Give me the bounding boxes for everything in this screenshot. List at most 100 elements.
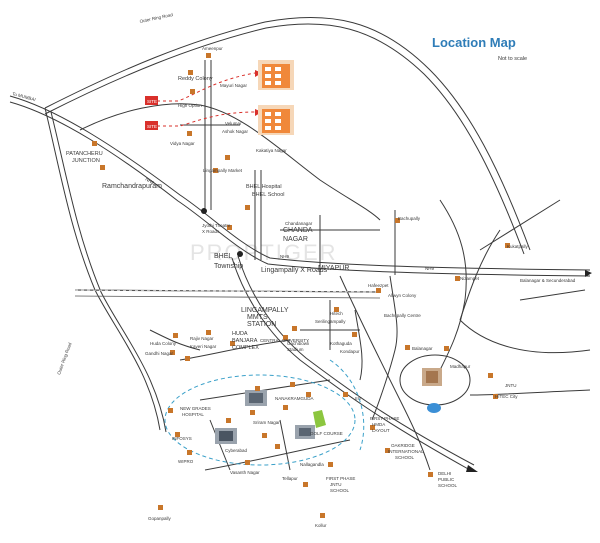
road-network — [9, 16, 591, 471]
label-miyapur: MIYAPUR — [318, 265, 349, 272]
label-first-phase: FIRST PHASE — [370, 416, 399, 421]
label-station: STATION — [247, 321, 276, 328]
label-huda-2: BANJARA — [232, 338, 258, 344]
label-first-phase-b: FIRST PHASE — [326, 476, 355, 481]
label-delhi: DELHI — [438, 471, 451, 476]
label-jyothi: Jyothi Theatre — [202, 223, 231, 228]
label-oakridge-3: SCHOOL — [395, 455, 415, 460]
label-cyberabad: Cyberabad — [225, 448, 248, 453]
road-to-gachibowli — [231, 257, 471, 471]
project-building-2 — [258, 105, 294, 135]
site-marker-1[interactable]: SITE — [145, 96, 158, 105]
label-gachibowli: Gachibowli — [287, 341, 309, 346]
label-new-grades-2: HOSPITAL — [182, 412, 204, 417]
label-ramchandrapuram: Ramchandrapuram — [102, 183, 162, 190]
label-patancheru-junction: JUNCTION — [72, 158, 100, 164]
building-image-5 — [295, 425, 315, 439]
label-kukatpally: Kukatpally — [507, 244, 529, 249]
label-kaveri: Kaveri Nagar — [190, 344, 217, 349]
label-nallagandla: Nallagandla — [300, 462, 324, 467]
label-lingampally-station: LINGAMPALLY — [241, 307, 289, 314]
route-loop — [164, 374, 356, 466]
label-rajiv: Rajiv Nagar — [190, 336, 214, 341]
label-central-university: CENTRAL UNIVERSITY — [260, 338, 309, 343]
label-oakridge-2: INTERNATIONAL — [388, 449, 424, 454]
nh9-road — [9, 95, 591, 271]
project-building-1 — [258, 60, 294, 90]
label-outer-ring-left: Outer Ring Road — [56, 341, 72, 375]
label-ashok: Ashok Nagar — [222, 129, 249, 134]
label-bharat-hills: Huda Colony — [150, 341, 177, 346]
site-label-1: SITE — [147, 99, 157, 104]
label-lingampally-xroads: Lingampally X Roads — [261, 267, 328, 274]
label-hitech: Hitech — [330, 311, 343, 316]
label-first-phase-2: HMDA — [372, 422, 385, 427]
label-chandanagar-station: Chandanagar — [285, 221, 313, 226]
label-bhel-school: BHEL School — [252, 192, 285, 198]
label-nh9-mid: NH9 — [280, 254, 289, 259]
label-chanda-nagar-2: NAGAR — [283, 236, 308, 243]
watermark: PROPTIGER — [190, 240, 338, 265]
label-delhi-3: SCHOOL — [438, 483, 458, 488]
map-subtitle: Not to scale — [498, 56, 527, 62]
label-jntu: JNTU — [505, 383, 517, 388]
label-gachi-road: NANAKRAMGUDA — [275, 396, 314, 401]
site-marker-2[interactable]: SITE — [145, 121, 158, 130]
label-tellapur: Tellapur — [282, 476, 298, 481]
railway-line — [74, 289, 381, 299]
landmark-markers — [92, 53, 510, 518]
route-to-site-1 — [157, 72, 256, 102]
building-image-6 — [422, 368, 442, 386]
label-vasanth: Vasanth Nagar — [230, 470, 260, 475]
label-delhi-2: PUBLIC — [438, 477, 455, 482]
label-bachupally-centre: Bachupally Centre — [384, 313, 421, 318]
label-lingampally-market: Lingampally Market — [203, 168, 243, 173]
label-kakatiya: Kakatiya Nagar — [256, 148, 287, 153]
label-bhel-township: Township — [214, 263, 243, 270]
label-chanda-nagar: CHANDA — [283, 227, 313, 234]
building-image-4 — [215, 428, 237, 444]
lingampally-junction — [237, 251, 243, 257]
label-huda: HUDA — [232, 331, 248, 337]
label-high-option: High Option — [178, 103, 202, 108]
label-hafeezpet: Hafeezpet — [368, 283, 389, 288]
label-vidya-nagar: Vidya Nagar — [170, 141, 195, 146]
building-image-3 — [245, 390, 267, 406]
arrow-gachibowli — [466, 465, 478, 472]
label-kothaguda: Kothaguda — [330, 341, 352, 346]
label-nh9-right: NH9 — [425, 266, 434, 271]
label-bhel-hosp: BHEL Hospital — [246, 184, 282, 190]
label-ameenpur: Ameenpur — [202, 46, 223, 51]
label-hitec-city: HITEC City — [495, 394, 518, 399]
label-nh9-left: NH9 — [145, 177, 156, 186]
label-madhapur: Madhapur — [450, 364, 471, 369]
label-sriram: Sriram Nagar — [253, 420, 280, 425]
label-to-balanagar: Balanagar — [412, 346, 433, 351]
label-kondapur: Kondapur — [340, 349, 360, 354]
label-velumar: Velumar — [225, 121, 242, 126]
label-mayuri: Mayuri Nagar — [220, 83, 248, 88]
label-oakridge: OAKRIDGE — [391, 443, 415, 448]
label-nizampet: Nizampet — [460, 276, 480, 281]
label-outer-ring-top: Outer Ring Road — [139, 12, 174, 24]
map-title: Location Map — [432, 35, 516, 50]
arrow-east — [585, 270, 592, 277]
label-gopanpally: Gopanpally — [148, 516, 172, 521]
label-first-phase-3: LAYOUT — [372, 428, 390, 433]
label-serilingampally: Serilingampally — [315, 319, 346, 324]
label-to-mumbai: To MUMBAI — [12, 91, 36, 102]
label-mmts: MMTS — [247, 314, 268, 321]
label-first-phase-b3: SCHOOL — [330, 488, 350, 493]
label-first-phase-b2: JNTU — [330, 482, 342, 487]
label-ikea: IIIT — [355, 396, 362, 401]
label-new-grades: NEW GRADES — [180, 406, 211, 411]
label-sec-bad: Balanagar & Secunderabad — [520, 278, 576, 283]
label-patancheru: PATANCHERU — [66, 151, 103, 157]
label-reddy-colony: Reddy Colony — [178, 76, 213, 82]
outer-ring-road-top — [44, 16, 531, 251]
label-bachupally: Bachupally — [398, 216, 421, 221]
lake — [427, 403, 441, 413]
site-label-2: SITE — [147, 124, 157, 129]
label-gandhi: Gandhi Nagar — [145, 351, 174, 356]
